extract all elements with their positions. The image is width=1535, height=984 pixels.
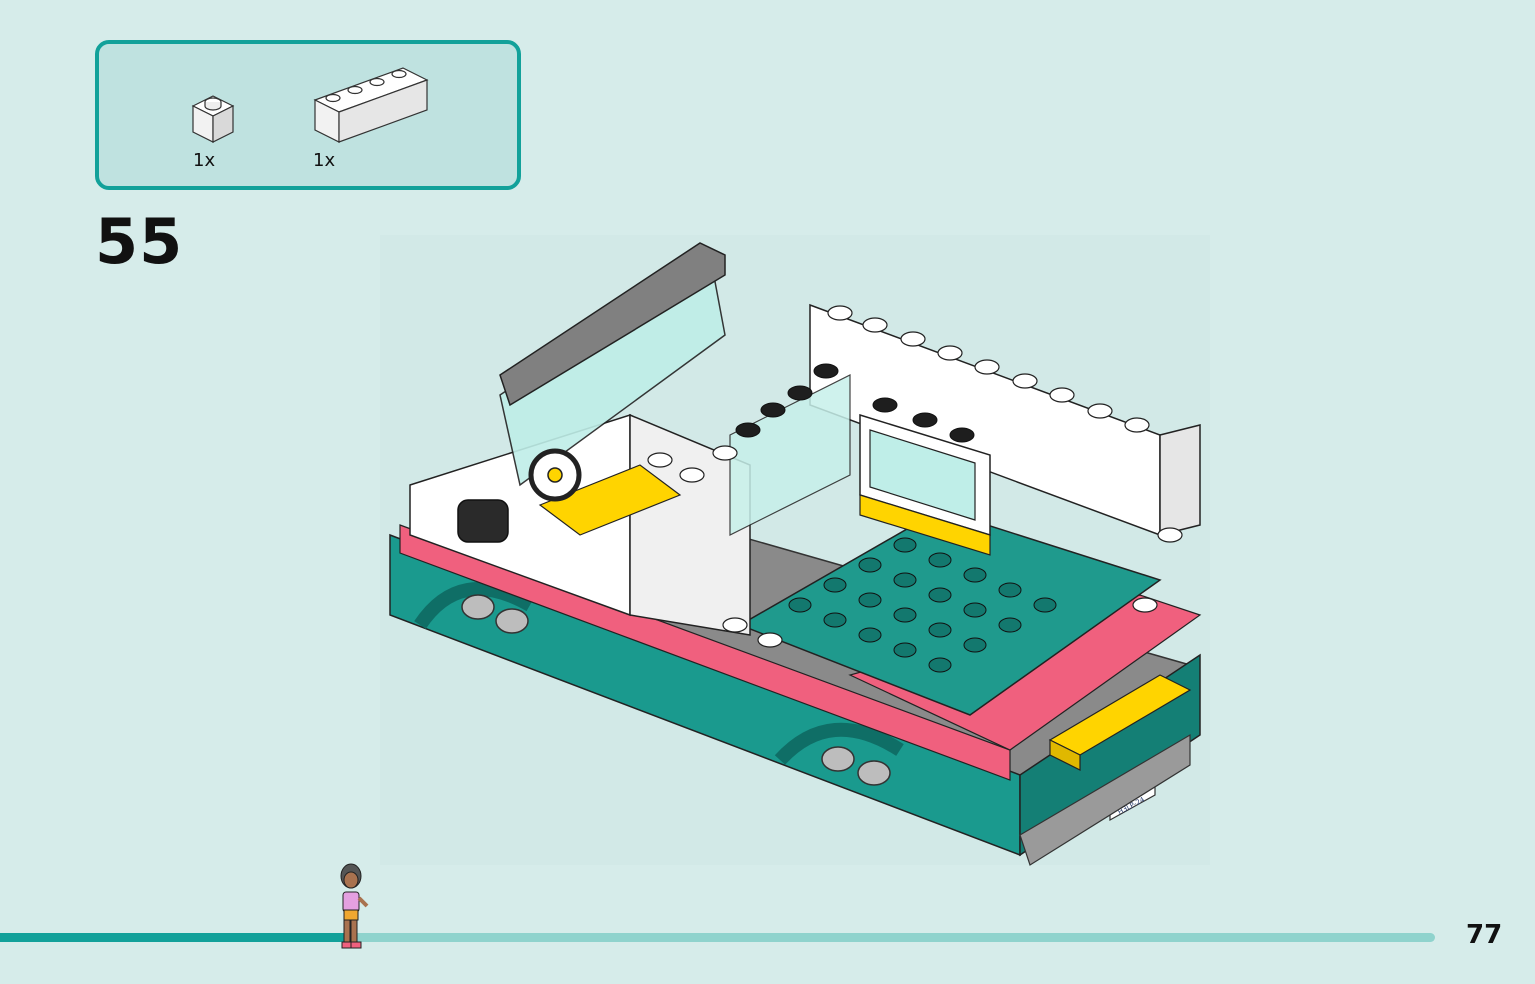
parts-list-box: 1x 1x: [95, 40, 521, 190]
brick-1x4-icon: [313, 64, 429, 146]
minifigure-progress-marker: [332, 862, 372, 958]
part-qty-1: 1x: [193, 150, 216, 171]
model-illustration: H3LP-24: [380, 235, 1210, 879]
step-number: 55: [95, 205, 184, 278]
page-number: 77: [1466, 920, 1503, 950]
progress-fill: [0, 933, 352, 942]
part-qty-2: 1x: [313, 150, 336, 171]
progress-track: [0, 933, 1435, 942]
brick-1x1-icon: [191, 92, 235, 144]
